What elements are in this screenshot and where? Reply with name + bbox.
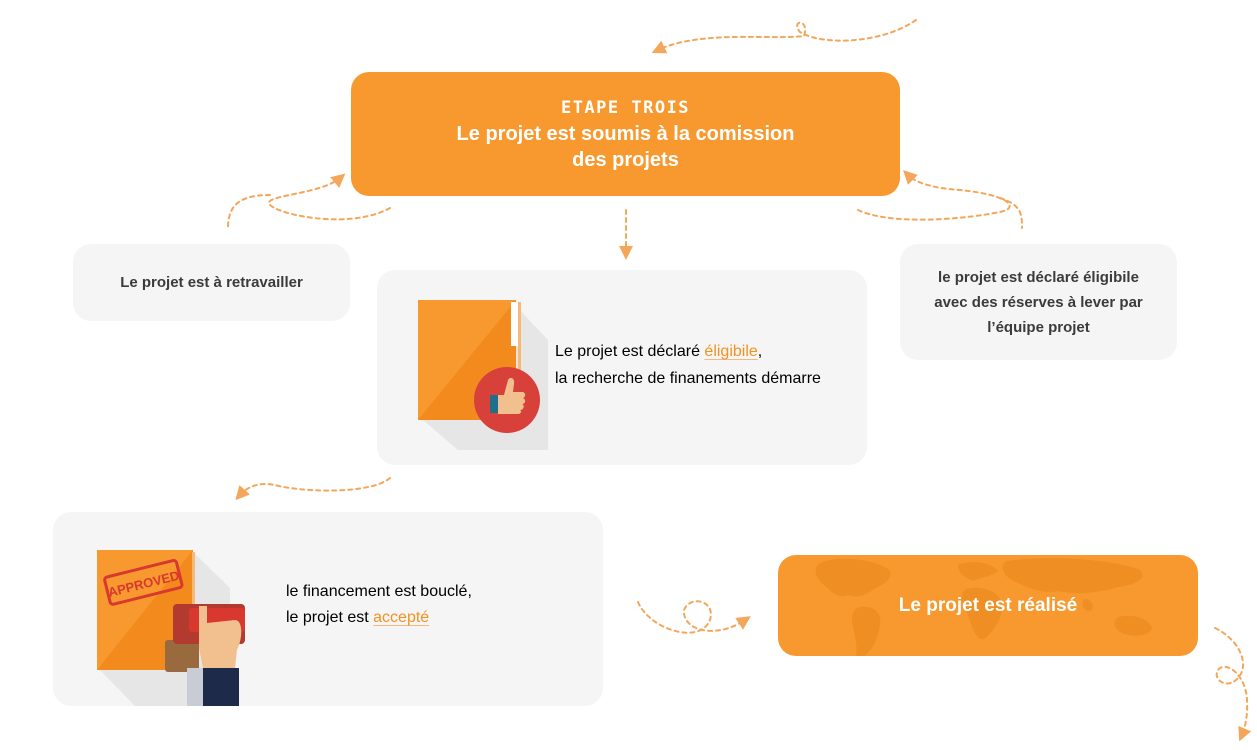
header-title-line1: Le projet est soumis à la comission (456, 123, 795, 145)
eligible-card-text: Le projet est déclaré éligibile, la rech… (555, 338, 821, 392)
reserves-line2: avec des réserves à lever par (934, 293, 1143, 311)
funding-card-text: le financement est bouclé, le projet est… (286, 579, 472, 631)
world-map-icon (815, 558, 1152, 656)
header-title-line2: des projets (572, 149, 679, 171)
project-completed-box: Le projet est réalisé (778, 555, 1198, 656)
eligible-line1-suffix: , (757, 343, 763, 360)
reserves-line3: l’équipe projet (987, 318, 1090, 336)
rework-card-text: Le projet est à retravailler (120, 274, 303, 291)
arrow-exit (1214, 627, 1252, 742)
reserves-line1: le projet est déclaré éligibile (938, 268, 1139, 286)
arrow-to-funding (235, 477, 391, 501)
rework-card: Le projet est à retravailler (73, 244, 350, 321)
eligible-highlight: éligibile (704, 343, 758, 360)
step-header-box: ETAPE TROIS Le projet est soumis à la co… (351, 72, 900, 196)
funding-line2-prefix: le projet est (286, 609, 374, 626)
eligible-with-reserves-card: le projet est déclaré éligibile avec des… (900, 244, 1177, 360)
step-label: ETAPE TROIS (560, 98, 691, 118)
arrow-top-loop (651, 19, 917, 54)
folder-approved-stamp-icon: APPROVED (97, 550, 245, 706)
arrow-to-right-card-down (999, 197, 1023, 229)
eligible-line2: la recherche de finanements démarre (555, 370, 821, 387)
final-box-text: Le projet est réalisé (898, 594, 1078, 616)
folder-thumbs-up-icon (418, 300, 548, 450)
arrow-to-final (637, 600, 751, 634)
eligible-line1-prefix: Le projet est déclaré (555, 343, 705, 360)
arrow-to-retravailler-down (227, 194, 271, 229)
funding-line1: le financement est bouclé, (286, 583, 472, 600)
accepted-highlight: accepté (373, 609, 430, 626)
